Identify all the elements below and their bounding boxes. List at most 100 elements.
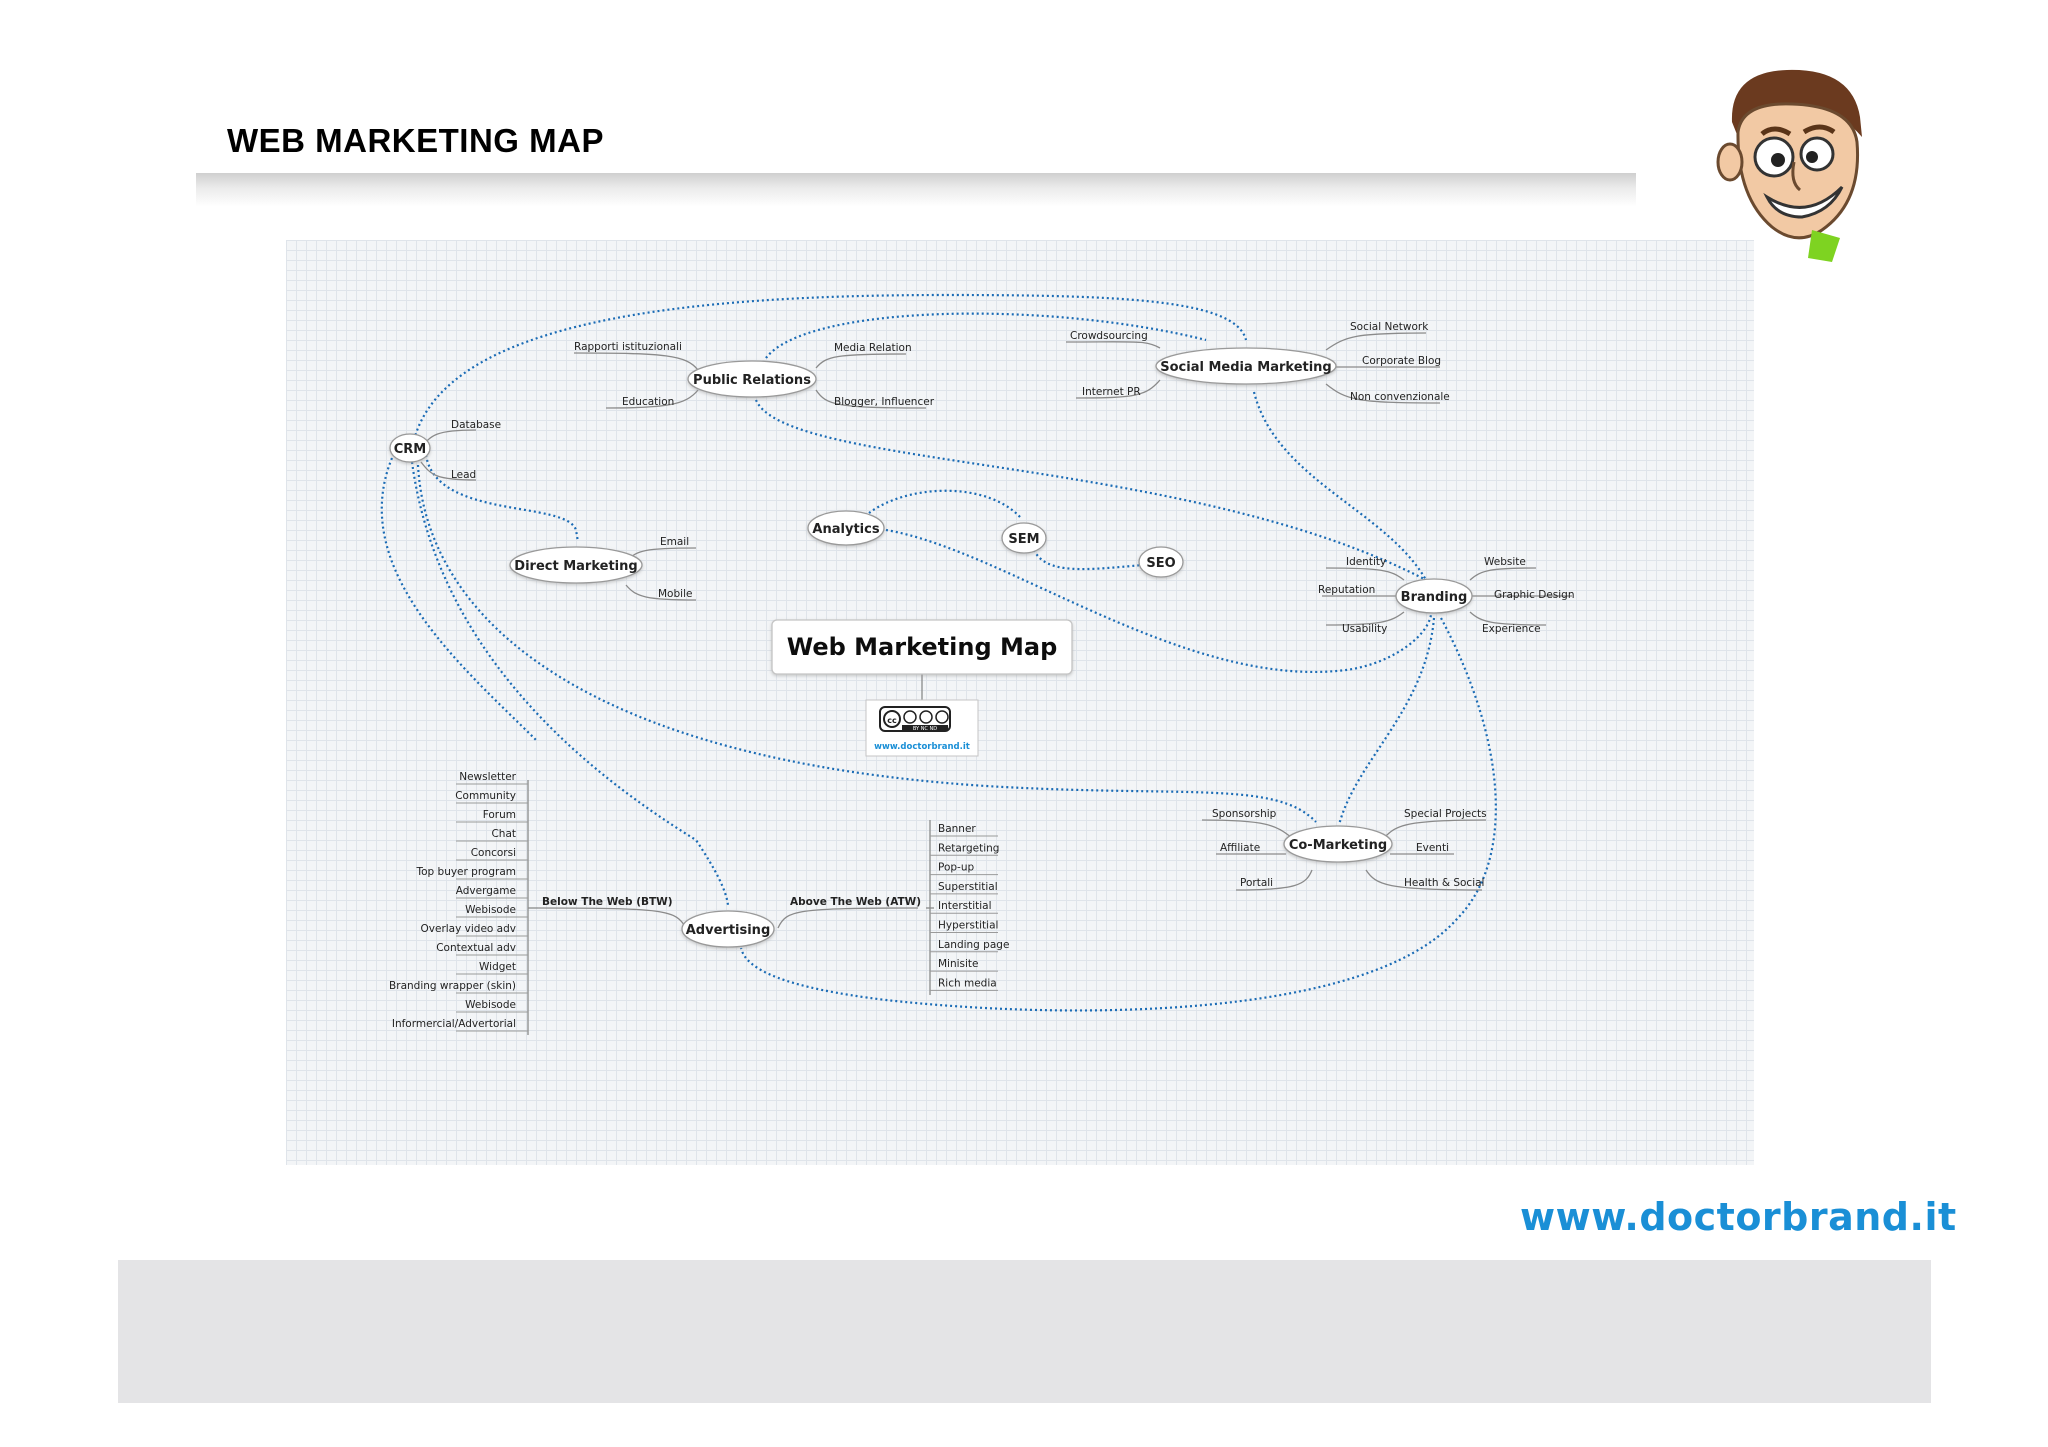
link-analytics-sem	[868, 489, 1022, 519]
cc-badge-text: BY NC ND	[913, 726, 937, 732]
atw-list: BannerRetargetingPop-upSuperstitialInter…	[930, 823, 1009, 991]
atw-label: Above The Web (ATW)	[790, 896, 921, 908]
svg-text:cc: cc	[887, 716, 897, 725]
link-branding-advertising	[739, 617, 1497, 1012]
link-social-branding	[1252, 391, 1427, 581]
node-crm-label: CRM	[394, 442, 427, 457]
node-crm: CRM	[389, 433, 431, 463]
node-analytics-label: Analytics	[812, 522, 879, 537]
btw-item: Advergame	[456, 885, 516, 897]
btw-label: Below The Web (BTW)	[542, 896, 673, 908]
leaf-identity: Identity	[1346, 556, 1386, 568]
btw-item: Chat	[491, 828, 516, 840]
node-direct-marketing-label: Direct Marketing	[514, 559, 637, 574]
leaf-usability: Usability	[1342, 623, 1387, 635]
cc-license-badge: cc BY NC ND www.doctorbrand.it	[865, 699, 979, 757]
leaf-reputation: Reputation	[1318, 584, 1375, 596]
central-topic-label: Web Marketing Map	[787, 633, 1058, 661]
link-crm-advertising	[410, 461, 730, 906]
link-crm-social	[412, 293, 1248, 441]
node-sem: SEM	[1001, 522, 1047, 554]
leaf-crowdsourcing: Crowdsourcing	[1070, 330, 1148, 342]
leaf-education: Education	[622, 396, 674, 408]
nc-icon	[919, 710, 933, 724]
btw-list: NewsletterCommunityForumChatConcorsiTop …	[389, 771, 528, 1032]
node-advertising-label: Advertising	[686, 923, 771, 938]
badge-url: www.doctorbrand.it	[874, 742, 970, 752]
btw-item: Forum	[483, 809, 516, 821]
atw-item: Retargeting	[938, 842, 999, 854]
node-seo-label: SEO	[1146, 556, 1175, 571]
node-co-marketing: Co-Marketing	[1283, 825, 1393, 863]
leaf-rapporti-istituzionali: Rapporti istituzionali	[574, 341, 682, 353]
node-sem-label: SEM	[1008, 532, 1039, 547]
btw-item: Overlay video adv	[421, 923, 517, 935]
node-co-marketing-label: Co-Marketing	[1289, 838, 1387, 853]
node-branding: Branding	[1395, 578, 1473, 614]
atw-item: Rich media	[938, 977, 997, 989]
node-seo: SEO	[1138, 546, 1184, 578]
btw-item: Contextual adv	[436, 942, 516, 954]
leaf-lead: Lead	[451, 469, 476, 481]
atw-item: Minisite	[938, 958, 979, 970]
node-branding-label: Branding	[1401, 590, 1468, 605]
node-social-media-label: Social Media Marketing	[1160, 360, 1332, 375]
leaf-media-relation: Media Relation	[834, 342, 912, 354]
leaf-special-projects: Special Projects	[1404, 808, 1487, 820]
node-public-relations: Public Relations	[687, 360, 817, 398]
leaf-corporate-blog: Corporate Blog	[1362, 355, 1441, 367]
mascot-logo	[1716, 69, 1862, 262]
node-public-relations-label: Public Relations	[693, 373, 811, 388]
link-analytics-branding	[885, 528, 1433, 673]
leaf-affiliate: Affiliate	[1220, 842, 1260, 854]
leaf-mobile: Mobile	[658, 588, 692, 600]
btw-item: Community	[455, 790, 516, 802]
btw-item: Informercial/Advertorial	[392, 1018, 516, 1030]
leaf-health-social: Health & Social	[1404, 877, 1484, 889]
btw-item: Widget	[479, 961, 516, 973]
link-sem-seo	[1033, 549, 1144, 571]
central-topic: Web Marketing Map	[771, 619, 1073, 675]
link-pr-branding	[754, 399, 1427, 581]
btw-item: Webisode	[465, 999, 516, 1011]
mind-map: Database Lead Rapporti istituzionali Med…	[380, 293, 1575, 1035]
link-crm-direct	[424, 454, 580, 543]
btw-item: Branding wrapper (skin)	[389, 980, 516, 992]
title-underline	[196, 173, 1636, 207]
link-crm-advertising-outer	[380, 457, 537, 741]
slide-title: WEB MARKETING MAP	[227, 122, 604, 159]
link-crm-comarketing	[416, 464, 1317, 823]
btw-item: Webisode	[465, 904, 516, 916]
atw-item: Superstitial	[938, 881, 998, 893]
leaf-database: Database	[451, 419, 501, 431]
node-direct-marketing: Direct Marketing	[509, 546, 643, 584]
node-advertising: Advertising	[681, 910, 775, 948]
nd-icon	[935, 710, 949, 724]
leaf-graphic-design: Graphic Design	[1494, 589, 1575, 601]
btw-item: Newsletter	[459, 771, 516, 783]
link-branding-comarketing	[1337, 617, 1436, 826]
footer-bar	[118, 1260, 1931, 1403]
leaf-eventi: Eventi	[1416, 842, 1449, 854]
atw-item: Banner	[938, 823, 976, 835]
leaf-portali: Portali	[1240, 877, 1273, 889]
mind-map-canvas: Database Lead Rapporti istituzionali Med…	[286, 240, 1754, 1165]
leaf-email: Email	[660, 536, 689, 548]
cc-icon	[883, 710, 901, 728]
atw-item: Hyperstitial	[938, 920, 998, 932]
leaf-website: Website	[1484, 556, 1526, 568]
leaf-sponsorship: Sponsorship	[1212, 808, 1277, 820]
link-pr-social	[765, 312, 1207, 359]
by-icon	[903, 710, 917, 724]
relationship-links	[380, 293, 1497, 1012]
atw-item: Pop-up	[938, 862, 974, 874]
leaf-non-convenzionale: Non convenzionale	[1350, 391, 1450, 403]
btw-item: Top buyer program	[415, 866, 516, 878]
atw-item: Landing page	[938, 939, 1009, 951]
leaf-experience: Experience	[1482, 623, 1541, 635]
btw-item: Concorsi	[471, 847, 516, 859]
node-social-media-marketing: Social Media Marketing	[1155, 347, 1337, 385]
leaf-internet-pr: Internet PR	[1082, 386, 1141, 398]
node-analytics: Analytics	[807, 510, 885, 546]
footer-url: www.doctorbrand.it	[1520, 1195, 1957, 1239]
